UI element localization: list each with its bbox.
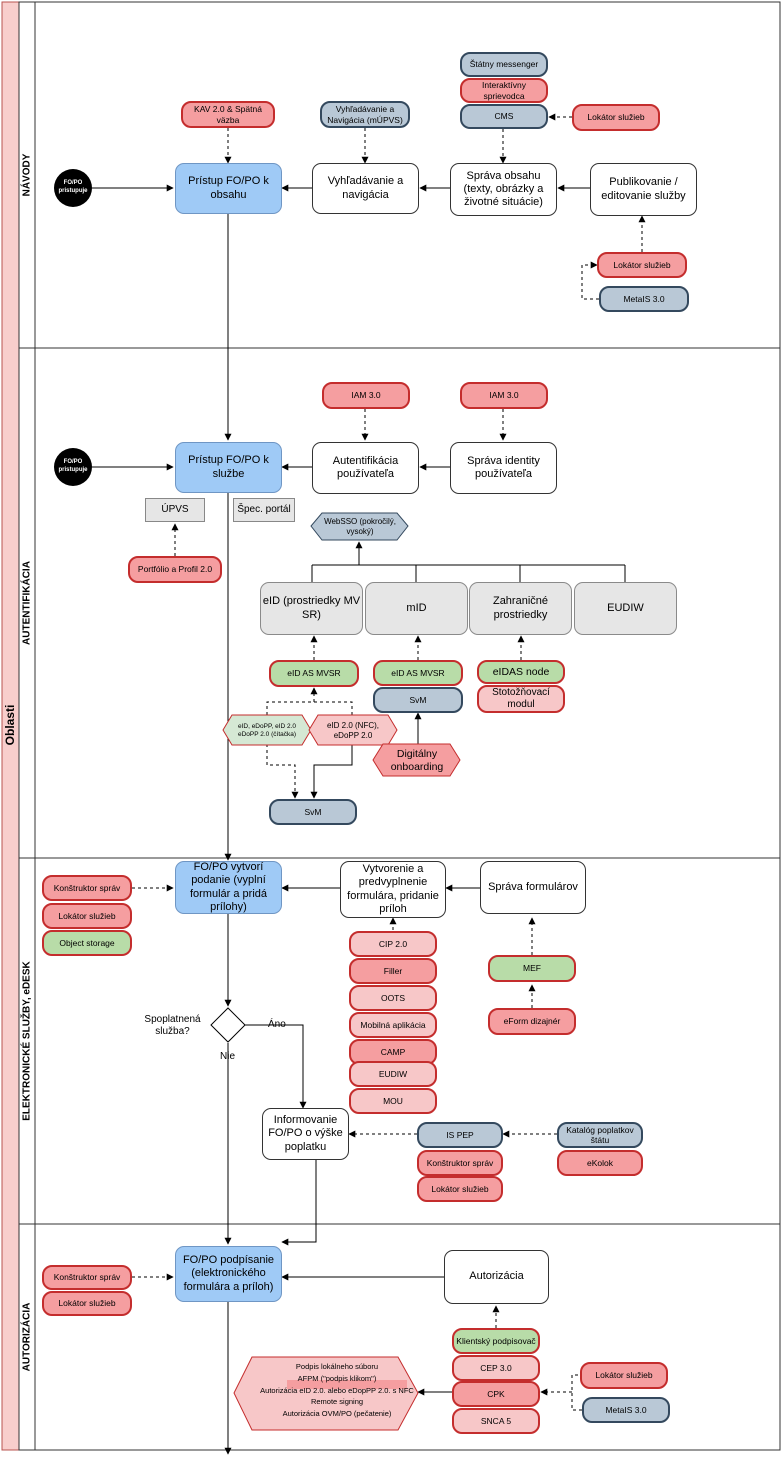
portfolio-node[interactable]: Portfólio a Profil 2.0 [128, 556, 222, 583]
eidas-node[interactable]: eIDAS node [477, 660, 565, 684]
signing-method-item: AFPM ("podpis klikom") [297, 1373, 377, 1383]
mid-node[interactable]: mID [365, 582, 468, 635]
start-sublabel: pristupuje [58, 467, 88, 473]
main-title: Oblasti [3, 704, 17, 746]
interaktivny-node[interactable]: Interaktívny sprievodca [460, 78, 548, 103]
kav-node[interactable]: KAV 2.0 & Spätná väzba [181, 101, 275, 128]
ekolok-node[interactable]: eKolok [557, 1150, 643, 1176]
eudiw-auth-node[interactable]: EUDIW [574, 582, 677, 635]
iam-1-node[interactable]: IAM 3.0 [322, 382, 410, 409]
svm-1-node[interactable]: SvM [373, 687, 463, 713]
zahranicne-node[interactable]: Zahraničné prostriedky [469, 582, 572, 635]
sprava-formularov-node[interactable]: Správa formulárov [480, 861, 586, 914]
vytvorenie-node[interactable]: Vytvorenie a predvyplnenie formulára, pr… [340, 861, 446, 918]
cms-node[interactable]: CMS [460, 104, 548, 129]
start-label: FO/PO [63, 180, 83, 187]
eid-as-2-node[interactable]: eID AS MVSR [373, 660, 463, 686]
mobilna-node[interactable]: Mobilná aplikácia [349, 1012, 437, 1038]
websso-node[interactable]: WebSSO (pokročilý, vysoký) [324, 516, 396, 536]
signing-method-item: Remote signing [310, 1397, 364, 1407]
lane-label-elektronicke: ELEKTRONICKÉ SLUŽBY, eDESK [21, 961, 33, 1121]
vyhladavanie-mupvs-node[interactable]: Vyhľadávanie a Navigácia (mÚPVS) [320, 101, 410, 128]
lokator-navody-2-node[interactable]: Lokátor služieb [597, 252, 687, 278]
lokator-aut-2-node[interactable]: Lokátor služieb [580, 1362, 668, 1389]
nie-label: Nie [220, 1051, 236, 1062]
sprava-identity-node[interactable]: Správa identity používateľa [450, 442, 557, 494]
ano-label: Áno [268, 1019, 286, 1030]
eid-reader-node[interactable]: eID, eDoPP, eID 2.0 eDoPP 2.0 (čítačka) [237, 722, 297, 738]
klientsky-podpisovac-node[interactable]: Klientský podpisovač [452, 1328, 540, 1354]
lane-label-navody: NÁVODY [21, 153, 33, 197]
metais-aut-node[interactable]: MetaIS 3.0 [582, 1397, 670, 1423]
publikovanie-node[interactable]: Publikovanie / editovanie služby [590, 163, 697, 216]
lane-label-autorizacia: AUTORIZÁCIA [21, 1302, 33, 1372]
eid-node[interactable]: eID (prostriedky MV SR) [260, 582, 363, 635]
svm-2-node[interactable]: SvM [269, 799, 357, 825]
signing-method-item: Autorizácia eID 2.0. alebo eDopPP 2.0. s… [260, 1385, 414, 1395]
pristup-sluzbe-node[interactable]: Prístup FO/PO k službe [175, 442, 282, 493]
pristup-obsah-node[interactable]: Prístup FO/PO k obsahu [175, 163, 282, 214]
filler-node[interactable]: Filler [349, 958, 437, 984]
autentifikacia-node[interactable]: Autentifikácia používateľa [312, 442, 419, 494]
autorizacia-node[interactable]: Autorizácia [444, 1250, 549, 1304]
signing-method-item: Podpis lokálneho súboru [295, 1362, 379, 1371]
metais-navody-node[interactable]: MetaIS 3.0 [599, 286, 689, 312]
cpk-node[interactable]: CPK [452, 1381, 540, 1407]
oots-node[interactable]: OOTS [349, 985, 437, 1011]
podanie-node[interactable]: FO/PO vytvorí podanie (vyplní formulár a… [175, 861, 282, 914]
informovanie-node[interactable]: Informovanie FO/PO o výške poplatku [262, 1108, 349, 1160]
konstruktor-aut-node[interactable]: Konštruktor správ [42, 1265, 132, 1290]
konstruktor-es-2-node[interactable]: Konštruktor správ [417, 1150, 503, 1176]
statny-messenger-node[interactable]: Štátny messenger [460, 52, 548, 77]
konstruktor-es-node[interactable]: Konštruktor správ [42, 875, 132, 901]
eid-nfc-node[interactable]: eID 2.0 (NFC), eDoPP 2.0 [326, 720, 379, 740]
signing-methods-list[interactable]: Podpis lokálneho súboru AFPM ("podpis kl… [252, 1361, 422, 1420]
cip-node[interactable]: CIP 2.0 [349, 931, 437, 957]
start-label: FO/PO [63, 459, 83, 466]
lokator-es-node[interactable]: Lokátor služieb [42, 903, 132, 929]
start-node-autentifikacia: FO/PO pristupuje [54, 448, 92, 486]
start-sublabel: pristupuje [58, 188, 88, 194]
eudiw-es-node[interactable]: EUDIW [349, 1061, 437, 1087]
mef-node[interactable]: MEF [488, 955, 576, 982]
snca-node[interactable]: SNCA 5 [452, 1408, 540, 1434]
is-pep-node[interactable]: IS PEP [417, 1122, 503, 1148]
lane-label-autentifikacia: AUTENTIFIKÁCIA [21, 561, 33, 645]
vyhladavanie-node[interactable]: Vyhľadávanie a navigácia [312, 163, 419, 214]
digitalny-onboarding-node[interactable]: Digitálny onboarding [390, 747, 444, 773]
eid-as-1-node[interactable]: eID AS MVSR [269, 660, 359, 687]
upvs-node[interactable]: ÚPVS [145, 498, 205, 522]
stotoznovaci-node[interactable]: Stotožňovací modul [477, 685, 565, 713]
iam-2-node[interactable]: IAM 3.0 [460, 382, 548, 409]
eform-node[interactable]: eForm dizajnér [488, 1008, 576, 1035]
signing-method-item: Autorizácia OVM/PO (pečatenie) [282, 1409, 392, 1419]
podpisanie-node[interactable]: FO/PO podpísanie (elektronického formulá… [175, 1246, 282, 1302]
sprava-obsahu-node[interactable]: Správa obsahu (texty, obrázky a životné … [450, 163, 557, 216]
lokator-navody-1-node[interactable]: Lokátor služieb [572, 104, 660, 131]
mou-node[interactable]: MOU [349, 1088, 437, 1114]
object-storage-node[interactable]: Object storage [42, 930, 132, 956]
cep-node[interactable]: CEP 3.0 [452, 1355, 540, 1381]
spec-portal-node[interactable]: Špec. portál [233, 498, 295, 522]
katalog-node[interactable]: Katalóg poplatkov štátu [557, 1122, 643, 1148]
spoplatnena-label: Spoplatnená služba? [144, 1014, 201, 1037]
start-node-navody: FO/PO pristupuje [54, 169, 92, 207]
lokator-aut-node[interactable]: Lokátor služieb [42, 1291, 132, 1316]
lokator-es-2-node[interactable]: Lokátor služieb [417, 1176, 503, 1202]
